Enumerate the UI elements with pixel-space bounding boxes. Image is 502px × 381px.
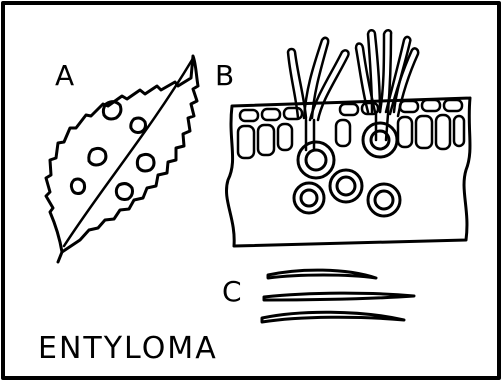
chlamydospores — [294, 123, 400, 216]
epidermis-cell — [284, 108, 302, 119]
spore-outer — [330, 170, 362, 202]
leaf-spot — [137, 154, 154, 171]
conidia-illustration — [262, 270, 414, 322]
figure-label-c: C — [222, 278, 242, 306]
palisade-cell — [278, 124, 292, 150]
epidermis-cell — [340, 104, 358, 115]
palisade-cell — [454, 116, 464, 146]
spore-outer — [363, 123, 397, 157]
palisade-cell — [436, 115, 450, 149]
spore-inner — [337, 177, 355, 195]
spore-outer — [368, 184, 400, 216]
conidiophore-left — [288, 38, 349, 150]
leaf-spot — [116, 184, 132, 200]
figure-label-b: B — [215, 62, 234, 90]
epidermis-cell — [400, 101, 418, 112]
palisade-cell — [398, 117, 412, 147]
spore-inner — [306, 150, 326, 170]
plate-border — [3, 3, 499, 378]
conidium — [264, 293, 414, 300]
spore-inner — [375, 191, 393, 209]
epidermis-cell — [422, 100, 440, 111]
spore-outer — [298, 142, 334, 178]
conidium — [262, 312, 404, 322]
palisade-cell — [336, 120, 350, 146]
epidermis-cell — [262, 109, 280, 120]
leaf-stem — [58, 252, 62, 262]
palisade-cell — [258, 125, 274, 155]
epidermis-cell — [444, 100, 462, 111]
spore-inner — [301, 190, 317, 206]
leaf-spot — [89, 148, 106, 165]
palisade-cell — [238, 126, 254, 158]
leaf-spot — [71, 179, 84, 194]
figure-label-a: A — [55, 62, 74, 90]
spore-outer — [294, 183, 324, 213]
palisade-cell — [416, 116, 432, 148]
conidium — [268, 270, 376, 278]
cross-section-illustration — [226, 30, 470, 246]
leaf-spot — [131, 118, 146, 133]
epidermis-cell — [240, 110, 258, 121]
plate-title: ENTYLOMA — [38, 334, 218, 364]
leaf-midrib — [64, 60, 192, 246]
palisade-cells — [238, 115, 464, 158]
